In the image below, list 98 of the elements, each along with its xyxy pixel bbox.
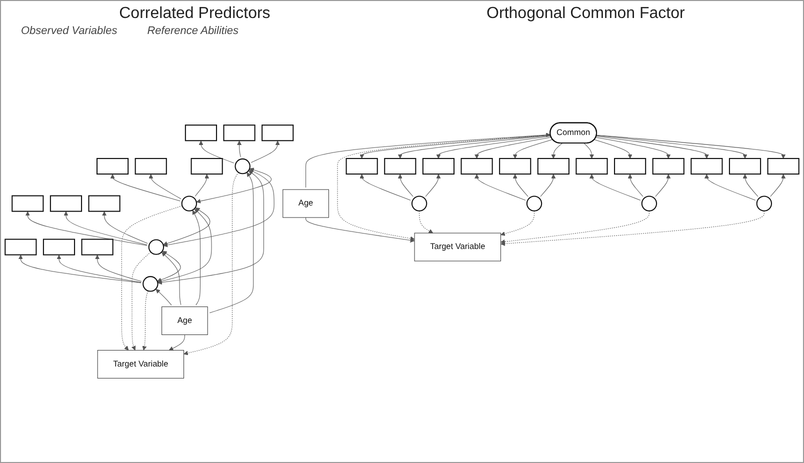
arrow <box>18 254 142 284</box>
node-box <box>499 158 532 175</box>
node-box: Age <box>162 306 208 335</box>
arrow <box>512 174 528 197</box>
node-box <box>346 158 378 175</box>
arrow <box>500 210 535 236</box>
arrow <box>250 140 280 163</box>
arrow <box>102 211 148 244</box>
arrow <box>306 132 550 188</box>
node-circle <box>526 196 542 212</box>
arrow <box>148 174 182 200</box>
node-circle <box>411 196 428 212</box>
panel-title: Correlated Predictors <box>119 5 270 23</box>
node-box: Target Variable <box>414 232 501 262</box>
node-box <box>422 158 455 175</box>
arrow <box>56 254 142 283</box>
node-box <box>184 124 218 142</box>
arrow <box>142 290 148 350</box>
node-box <box>576 158 608 175</box>
arrow <box>512 139 553 159</box>
node-box <box>50 195 82 212</box>
arrow <box>168 334 185 350</box>
arrow <box>500 210 764 246</box>
arrow <box>237 140 242 158</box>
arrow <box>162 208 210 246</box>
arrow <box>596 135 748 159</box>
row-label: Observed Variables <box>21 25 118 37</box>
arrow <box>770 174 786 197</box>
node-box <box>767 158 800 175</box>
arrow <box>121 206 182 350</box>
arrow <box>589 174 641 200</box>
node-box <box>223 124 256 142</box>
arrow <box>163 169 274 248</box>
node-circle <box>234 158 250 174</box>
arrow <box>655 174 671 197</box>
arrow <box>337 134 551 241</box>
arrow <box>194 174 210 196</box>
arrow <box>425 174 441 197</box>
node-box <box>96 158 129 175</box>
arrow <box>500 210 650 244</box>
node-box: Age <box>282 189 329 218</box>
arrow <box>596 137 671 159</box>
arrow <box>596 134 786 159</box>
node-box <box>652 158 684 175</box>
arrow <box>25 211 148 246</box>
node-box <box>262 124 294 142</box>
arrow <box>474 174 526 200</box>
node-box <box>460 158 493 175</box>
arrow <box>95 254 142 282</box>
arrow <box>742 174 758 197</box>
arrow <box>131 252 152 350</box>
node-box <box>690 158 723 175</box>
arrow <box>594 139 632 159</box>
arrow <box>360 134 551 159</box>
arrow <box>156 288 172 306</box>
node-box <box>81 238 114 256</box>
arrow <box>110 174 180 202</box>
node-box <box>88 195 120 212</box>
panel-title: Orthogonal Common Factor <box>486 5 685 23</box>
arrow <box>436 136 552 159</box>
arrow <box>628 174 644 197</box>
node-circle <box>181 196 198 212</box>
arrow <box>584 142 594 159</box>
node-box <box>190 158 223 175</box>
node-circle <box>148 239 164 255</box>
node-box <box>728 158 762 175</box>
node-circle <box>641 196 658 212</box>
arrow <box>184 172 239 356</box>
arrow <box>64 211 148 246</box>
arrow <box>474 137 552 159</box>
node-box <box>4 238 37 256</box>
arrow <box>419 210 434 234</box>
arrow <box>198 140 234 164</box>
arrow <box>157 208 212 284</box>
node-box <box>12 195 44 212</box>
node-box: Target Variable <box>97 350 184 378</box>
node-box <box>537 158 570 175</box>
node-box <box>134 158 167 175</box>
arrow <box>192 210 200 306</box>
arrow <box>360 174 411 200</box>
arrow <box>540 174 556 197</box>
arrow <box>157 250 181 282</box>
arrow <box>209 172 254 314</box>
node-box <box>614 158 646 175</box>
arrow <box>398 135 551 159</box>
arrow <box>158 170 264 285</box>
arrow <box>551 142 563 159</box>
node-box <box>42 238 76 256</box>
arrow <box>162 252 182 306</box>
arrow <box>596 136 709 159</box>
node-circle <box>142 276 158 292</box>
arrow <box>196 168 272 204</box>
row-label: Reference Abilities <box>147 25 239 37</box>
node-circle <box>756 196 772 212</box>
arrow <box>306 217 415 243</box>
arrow <box>398 174 414 197</box>
arrow <box>704 174 756 200</box>
node-box <box>384 158 416 175</box>
